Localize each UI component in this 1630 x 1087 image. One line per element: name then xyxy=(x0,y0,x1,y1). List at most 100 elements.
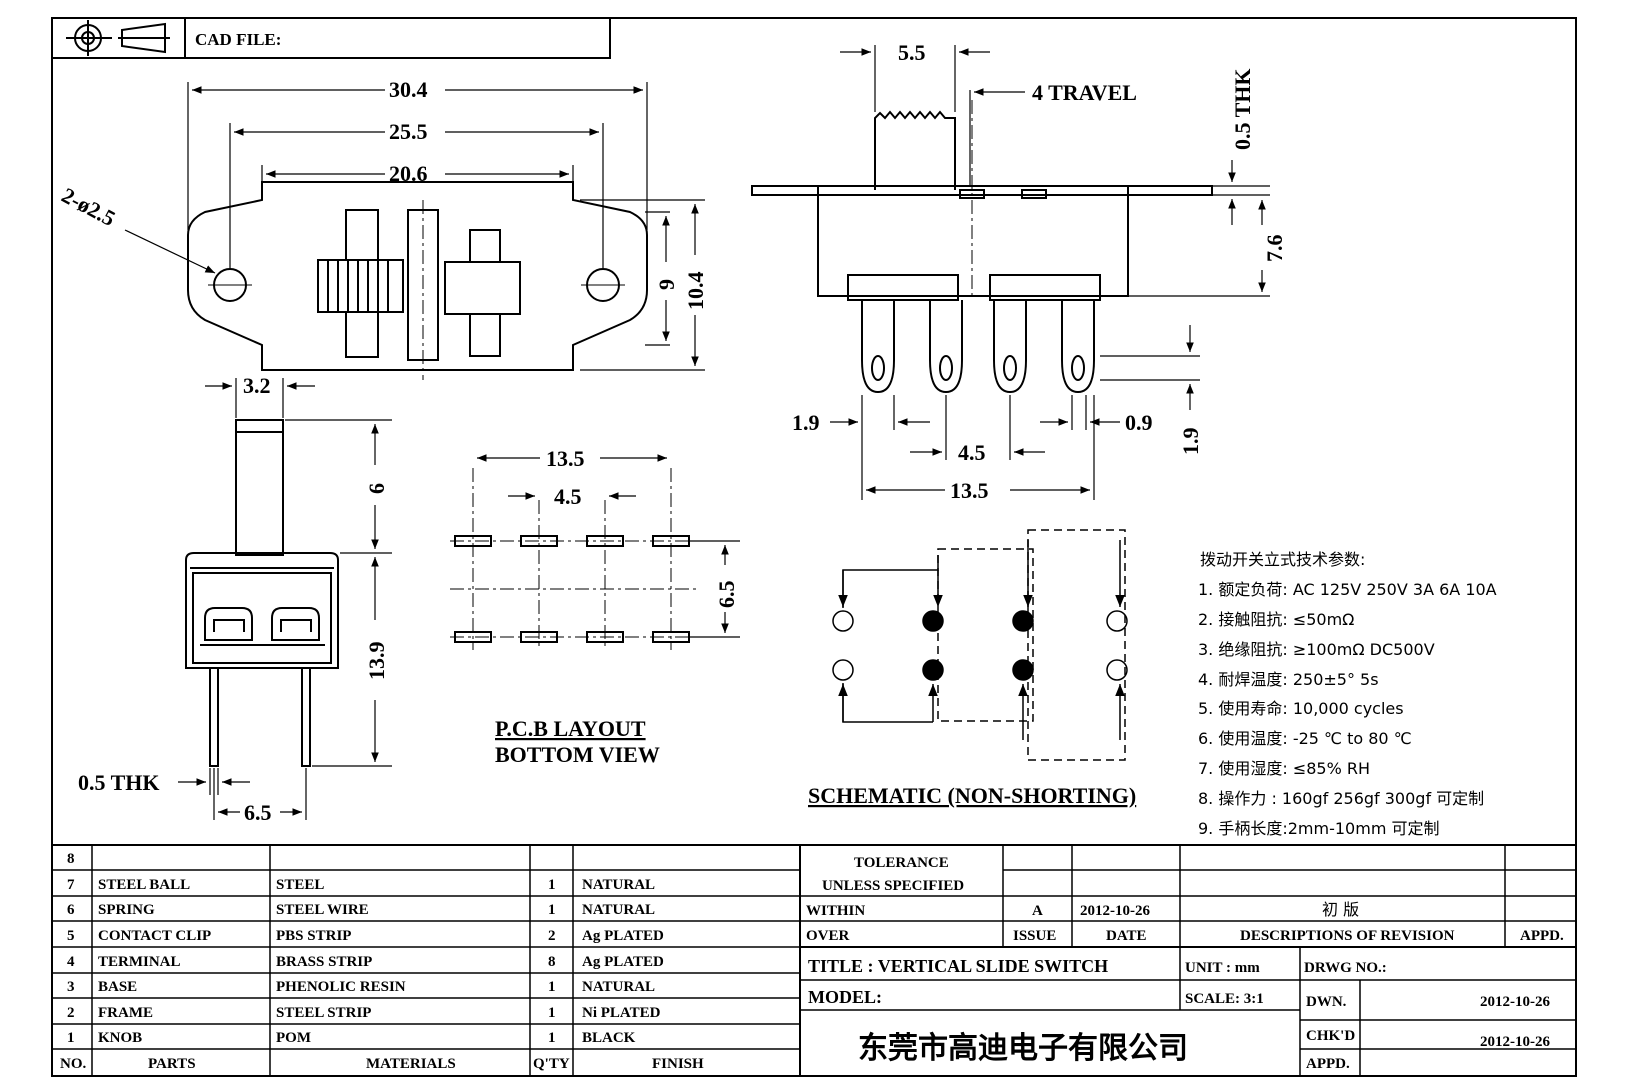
issue-value: A xyxy=(1032,903,1043,919)
dim-pin-thk: 0.9 xyxy=(1125,410,1153,435)
dim-plate-thk: 0.5 THK xyxy=(1230,68,1255,150)
drawing-title: TITLE : VERTICAL SLIDE SWITCH xyxy=(808,956,1108,976)
dwn-date: 2012-10-26 xyxy=(1480,994,1550,1010)
side-view-dimensions xyxy=(178,378,392,820)
front-view-dimensions xyxy=(830,45,1270,500)
bom-part: CONTACT CLIP xyxy=(98,928,211,944)
bom-no: 8 xyxy=(67,851,75,867)
dim-knob-height: 6 xyxy=(364,483,389,494)
appd-label: APPD. xyxy=(1520,928,1564,944)
dim-inner-height: 9 xyxy=(654,279,679,290)
bom-no: 4 xyxy=(67,954,75,970)
bom-no: 5 xyxy=(67,928,75,944)
appd2-label: APPD. xyxy=(1306,1056,1350,1072)
spec-item: 5. 使用寿命: 10,000 cycles xyxy=(1198,699,1404,718)
model-label: MODEL: xyxy=(808,987,882,1007)
unit-label: UNIT : mm xyxy=(1185,960,1260,976)
spec-item: 7. 使用湿度: ≤85% RH xyxy=(1198,759,1370,778)
dim-pin-span-side: 6.5 xyxy=(244,800,272,825)
pcb-bottom-view-label: BOTTOM VIEW xyxy=(495,742,660,767)
bom-header-finish: FINISH xyxy=(652,1056,704,1072)
bom-qty: 2 xyxy=(548,928,556,944)
bom-material: STEEL xyxy=(276,877,324,893)
cad-file-label: CAD FILE: xyxy=(195,30,281,49)
bom-no: 1 xyxy=(67,1030,75,1046)
bom-part: FRAME xyxy=(98,1005,153,1021)
dim-knob-width-side: 3.2 xyxy=(243,373,271,398)
dim-body-width: 20.6 xyxy=(389,161,428,186)
dim-pcb-pitch: 4.5 xyxy=(554,484,582,509)
bom-finish: Ag PLATED xyxy=(582,928,664,944)
bom-finish: NATURAL xyxy=(582,902,655,918)
top-view xyxy=(187,181,648,380)
dim-pin-width: 1.9 xyxy=(792,410,820,435)
spec-item: 9. 手柄长度:2mm-10mm 可定制 xyxy=(1198,819,1440,838)
date-label: DATE xyxy=(1106,928,1147,944)
bom-qty: 8 xyxy=(548,954,556,970)
bom-no: 3 xyxy=(67,979,75,995)
pcb-layout-label: P.C.B LAYOUT xyxy=(495,716,646,741)
bom-header-qty: Q'TY xyxy=(533,1056,570,1072)
bom-qty: 1 xyxy=(548,902,556,918)
dim-knob-width: 5.5 xyxy=(898,40,926,65)
bom-part: KNOB xyxy=(98,1030,142,1046)
spec-item: 3. 绝缘阻抗: ≥100mΩ DC500V xyxy=(1198,640,1435,659)
spec-item: 1. 额定负荷: AC 125V 250V 3A 6A 10A xyxy=(1198,580,1497,599)
dim-pcb-row: 6.5 xyxy=(714,581,739,609)
pcb-layout xyxy=(450,468,700,650)
bom-material: PHENOLIC RESIN xyxy=(276,979,406,995)
bom-grid xyxy=(52,844,1576,1076)
bom-part: STEEL BALL xyxy=(98,877,190,893)
bom-part: TERMINAL xyxy=(98,954,181,970)
spec-item: 4. 耐焊温度: 250±5° 5s xyxy=(1198,670,1379,689)
dim-pin-pitch: 4.5 xyxy=(958,440,986,465)
bom-material: STEEL WIRE xyxy=(276,902,369,918)
dim-mount-holes: 2-ø2.5 xyxy=(58,182,120,231)
scale-label: SCALE: 3:1 xyxy=(1185,991,1264,1007)
bom-material: STEEL STRIP xyxy=(276,1005,371,1021)
dim-overall-length: 30.4 xyxy=(389,77,428,102)
pcb-dimensions xyxy=(477,454,740,638)
bom-qty: 1 xyxy=(548,1005,556,1021)
drawing-number-label: DRWG NO.: xyxy=(1304,960,1387,976)
spec-item: 2. 接触阻抗: ≤50mΩ xyxy=(1198,610,1354,629)
dim-pin-slot: 1.9 xyxy=(1178,428,1203,456)
dim-travel: 4 TRAVEL xyxy=(1032,80,1137,105)
revision-desc-label: DESCRIPTIONS OF REVISION xyxy=(1240,928,1455,944)
bom-no: 2 xyxy=(67,1005,75,1021)
bom-part: BASE xyxy=(98,979,137,995)
bom-material: BRASS STRIP xyxy=(276,954,372,970)
bom-qty: 1 xyxy=(548,979,556,995)
dim-outer-height: 10.4 xyxy=(683,272,708,311)
sheet-border xyxy=(51,17,1577,1077)
bom-header-materials: MATERIALS xyxy=(366,1056,456,1072)
dim-body-height-side: 13.9 xyxy=(364,642,389,681)
bom-header-parts: PARTS xyxy=(148,1056,196,1072)
unless-specified-label: UNLESS SPECIFIED xyxy=(822,878,964,894)
bom-header-no: NO. xyxy=(60,1056,87,1072)
bom-table: NO. PARTS MATERIALS Q'TY FINISH 8 7 STEE… xyxy=(60,851,704,1072)
top-view-dimensions xyxy=(124,82,705,371)
projection-symbol-icon xyxy=(66,20,170,56)
dim-hole-pitch: 25.5 xyxy=(389,119,428,144)
spec-list: 拨动开关立式技术参数: 1. 额定负荷: AC 125V 250V 3A 6A … xyxy=(1198,550,1497,838)
company-name: 东莞市高迪电子有限公司 xyxy=(858,1031,1188,1066)
dim-pin-span: 13.5 xyxy=(950,478,989,503)
chkd-label: CHK'D xyxy=(1306,1028,1355,1044)
tolerance-label: TOLERANCE xyxy=(854,855,949,871)
issue-label: ISSUE xyxy=(1013,928,1056,944)
title-block: TOLERANCE UNLESS SPECIFIED WITHIN OVER A… xyxy=(806,855,1564,1072)
bom-material: POM xyxy=(276,1030,311,1046)
chkd-date: 2012-10-26 xyxy=(1480,1034,1550,1050)
bom-finish: NATURAL xyxy=(582,877,655,893)
bom-no: 6 xyxy=(67,902,75,918)
side-view xyxy=(185,419,339,767)
dwn-label: DWN. xyxy=(1306,994,1347,1010)
bom-finish: BLACK xyxy=(582,1030,636,1046)
front-view xyxy=(751,100,1213,394)
spec-item: 6. 使用温度: -25 ℃ to 80 ℃ xyxy=(1198,729,1412,748)
within-label: WITHIN xyxy=(806,903,865,919)
dim-pin-thk-side: 0.5 THK xyxy=(78,770,160,795)
bom-qty: 1 xyxy=(548,1030,556,1046)
